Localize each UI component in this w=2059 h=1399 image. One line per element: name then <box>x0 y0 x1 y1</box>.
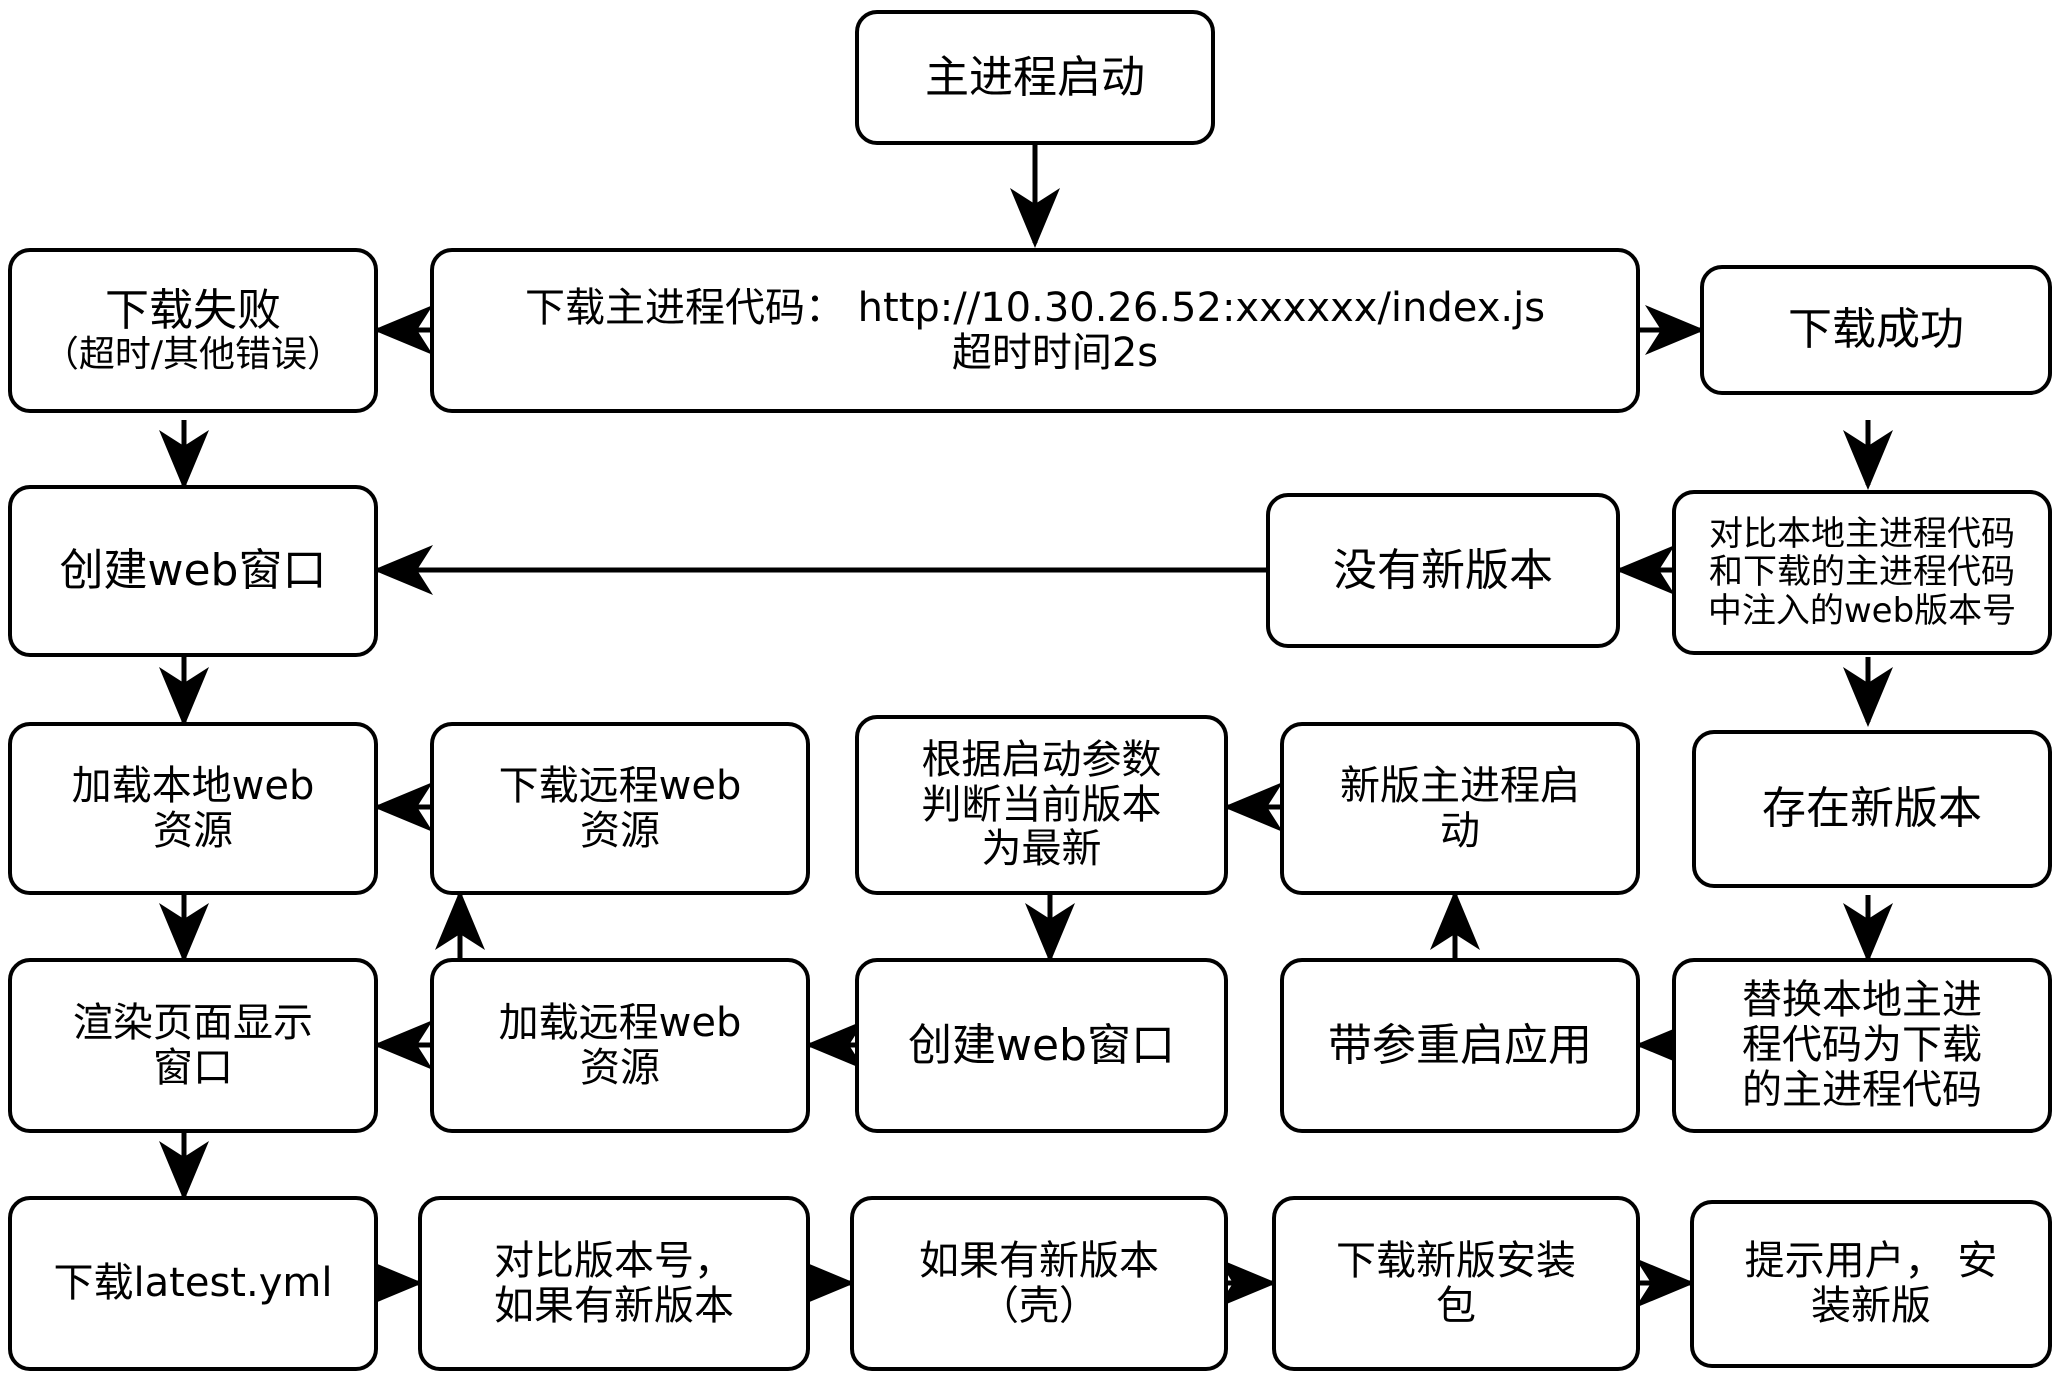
node-prompt-user-install[interactable]: 提示用户， 安 装新版 <box>1690 1200 2052 1368</box>
node-new-main-process-start[interactable]: 新版主进程启 动 <box>1280 722 1640 895</box>
node-compare-version-number[interactable]: 对比版本号， 如果有新版本 <box>418 1196 810 1371</box>
node-label: 下载成功 <box>1788 304 1964 356</box>
node-label-line1: 下载远程web <box>498 762 742 809</box>
node-download-new-installer[interactable]: 下载新版安装 包 <box>1272 1196 1640 1371</box>
node-label-line2: 包 <box>1436 1282 1476 1329</box>
node-label-line1: 加载本地web <box>71 762 315 809</box>
node-label-line2: 资源 <box>153 807 233 854</box>
node-label-line2: 窗口 <box>153 1044 233 1091</box>
node-label-line3: 为最新 <box>981 826 1102 873</box>
node-new-version-exists[interactable]: 存在新版本 <box>1692 730 2052 888</box>
node-label-line2: 和下载的主进程代码 <box>1709 552 2015 593</box>
node-label: 存在新版本 <box>1762 783 1982 835</box>
node-compare-web-version[interactable]: 对比本地主进程代码 和下载的主进程代码 中注入的web版本号 <box>1672 490 2052 655</box>
node-label-line1: 下载新版安装 <box>1336 1237 1576 1284</box>
node-label: 主进程启动 <box>925 51 1145 103</box>
node-label: 创建web窗口 <box>59 545 327 597</box>
node-download-main-process-code[interactable]: 下载主进程代码： http://10.30.26.52:xxxxxx/index… <box>430 248 1640 413</box>
node-label-line1: 新版主进程启 <box>1340 762 1580 809</box>
node-label-line3: 中注入的web版本号 <box>1707 590 2017 631</box>
node-label: 创建web窗口 <box>908 1019 1175 1071</box>
node-replace-local-main-process-code[interactable]: 替换本地主进 程代码为下载 的主进程代码 <box>1672 958 2052 1133</box>
node-label-line2: 判断当前版本 <box>921 781 1162 828</box>
node-label-line1: 加载远程web <box>498 999 742 1046</box>
node-label-line2: 装新版 <box>1811 1283 1931 1329</box>
node-label-line2: 程代码为下载 <box>1742 1022 1982 1069</box>
node-download-latest-yml[interactable]: 下载latest.yml <box>8 1196 378 1371</box>
node-label-line1: 如果有新版本 <box>919 1237 1159 1284</box>
node-label: 没有新版本 <box>1333 544 1553 596</box>
node-main-process-start[interactable]: 主进程启动 <box>855 10 1215 145</box>
node-no-new-version[interactable]: 没有新版本 <box>1266 493 1620 648</box>
node-label-line1: 对比本地主进程代码 <box>1709 514 2015 555</box>
node-sublabel: （超时/其他错误） <box>42 333 344 375</box>
node-label-line1: 对比版本号， <box>494 1237 734 1284</box>
node-download-success[interactable]: 下载成功 <box>1700 265 2052 395</box>
node-label-line2: 动 <box>1440 807 1480 854</box>
node-label: 下载失败 <box>105 284 281 336</box>
node-label-line3: 的主进程代码 <box>1742 1066 1982 1113</box>
node-label-line2: （壳） <box>979 1282 1099 1329</box>
node-label-line2: 超时时间2s <box>951 329 1159 376</box>
node-label-line1: 渲染页面显示 <box>73 999 313 1046</box>
node-label-line2: 资源 <box>580 807 660 854</box>
node-label-line1: 提示用户， 安 <box>1744 1238 1998 1285</box>
node-judge-current-version-latest[interactable]: 根据启动参数 判断当前版本 为最新 <box>855 715 1228 895</box>
node-load-remote-web-resources[interactable]: 加载远程web 资源 <box>430 958 810 1133</box>
node-create-web-window-1[interactable]: 创建web窗口 <box>8 485 378 657</box>
node-label: 带参重启应用 <box>1328 1019 1592 1071</box>
node-if-new-version-shell[interactable]: 如果有新版本 （壳） <box>850 1196 1228 1371</box>
node-label-line1: 替换本地主进 <box>1742 977 1982 1024</box>
node-label-line2: 如果有新版本 <box>494 1282 734 1329</box>
node-label: 下载latest.yml <box>53 1260 333 1307</box>
node-render-page-show-window[interactable]: 渲染页面显示 窗口 <box>8 958 378 1133</box>
node-download-failed[interactable]: 下载失败 （超时/其他错误） <box>8 248 378 413</box>
node-label-line1: 下载主进程代码： http://10.30.26.52:xxxxxx/index… <box>524 284 1546 331</box>
node-create-web-window-2[interactable]: 创建web窗口 <box>855 958 1228 1133</box>
node-label-line1: 根据启动参数 <box>921 736 1162 783</box>
node-load-local-web-resources[interactable]: 加载本地web 资源 <box>8 722 378 895</box>
node-label-line2: 资源 <box>580 1044 660 1091</box>
node-restart-app-with-params[interactable]: 带参重启应用 <box>1280 958 1640 1133</box>
node-download-remote-web-resources[interactable]: 下载远程web 资源 <box>430 722 810 895</box>
